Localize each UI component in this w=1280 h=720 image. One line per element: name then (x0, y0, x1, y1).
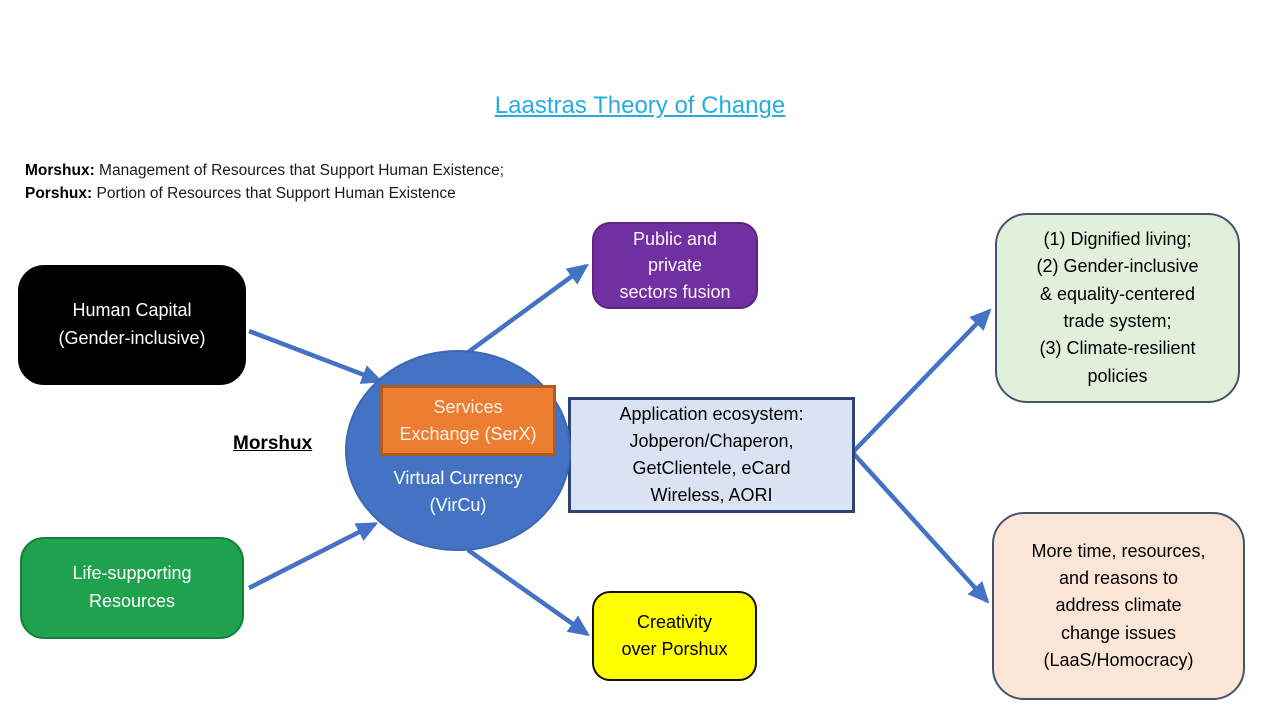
arrow-ecosystem-to-climate-outcomes (851, 451, 990, 604)
definitions-block: Morshux: Management of Resources that Su… (25, 159, 504, 205)
node-life-supporting-resources: Life-supporting Resources (20, 537, 244, 639)
definition-porshux-term: Porshux: (25, 185, 93, 202)
arrow-resources-to-vircu (247, 521, 379, 591)
arrow-vircu-to-creativity (466, 548, 590, 637)
node-human-capital: Human Capital (Gender-inclusive) (18, 265, 246, 385)
definition-morshux-text: Management of Resources that Support Hum… (94, 162, 504, 179)
definition-morshux: Morshux: Management of Resources that Su… (25, 159, 504, 182)
morshux-label: Morshux (233, 433, 313, 454)
page-title: Laastras Theory of Change (494, 92, 786, 119)
definition-porshux: Porshux: Portion of Resources that Suppo… (25, 182, 504, 205)
arrow-human-capital-to-vircu (248, 328, 384, 384)
node-services-exchange: Services Exchange (SerX) (380, 385, 556, 456)
node-virtual-currency-label: Virtual Currency (VirCu) (393, 468, 523, 515)
arrow-ecosystem-to-trade-outcomes (851, 308, 992, 454)
node-creativity-over-porshux: Creativity over Porshux (592, 591, 757, 681)
node-outcomes-trade-system: (1) Dignified living; (2) Gender-inclusi… (995, 213, 1240, 403)
definition-morshux-term: Morshux: (25, 162, 95, 179)
definition-porshux-text: Portion of Resources that Support Human … (92, 185, 456, 202)
node-public-private-fusion: Public and private sectors fusion (592, 222, 758, 309)
arrow-vircu-to-fusion (465, 263, 589, 355)
node-application-ecosystem: Application ecosystem: Jobperon/Chaperon… (568, 397, 855, 513)
node-outcomes-climate: More time, resources, and reasons to add… (992, 512, 1245, 700)
